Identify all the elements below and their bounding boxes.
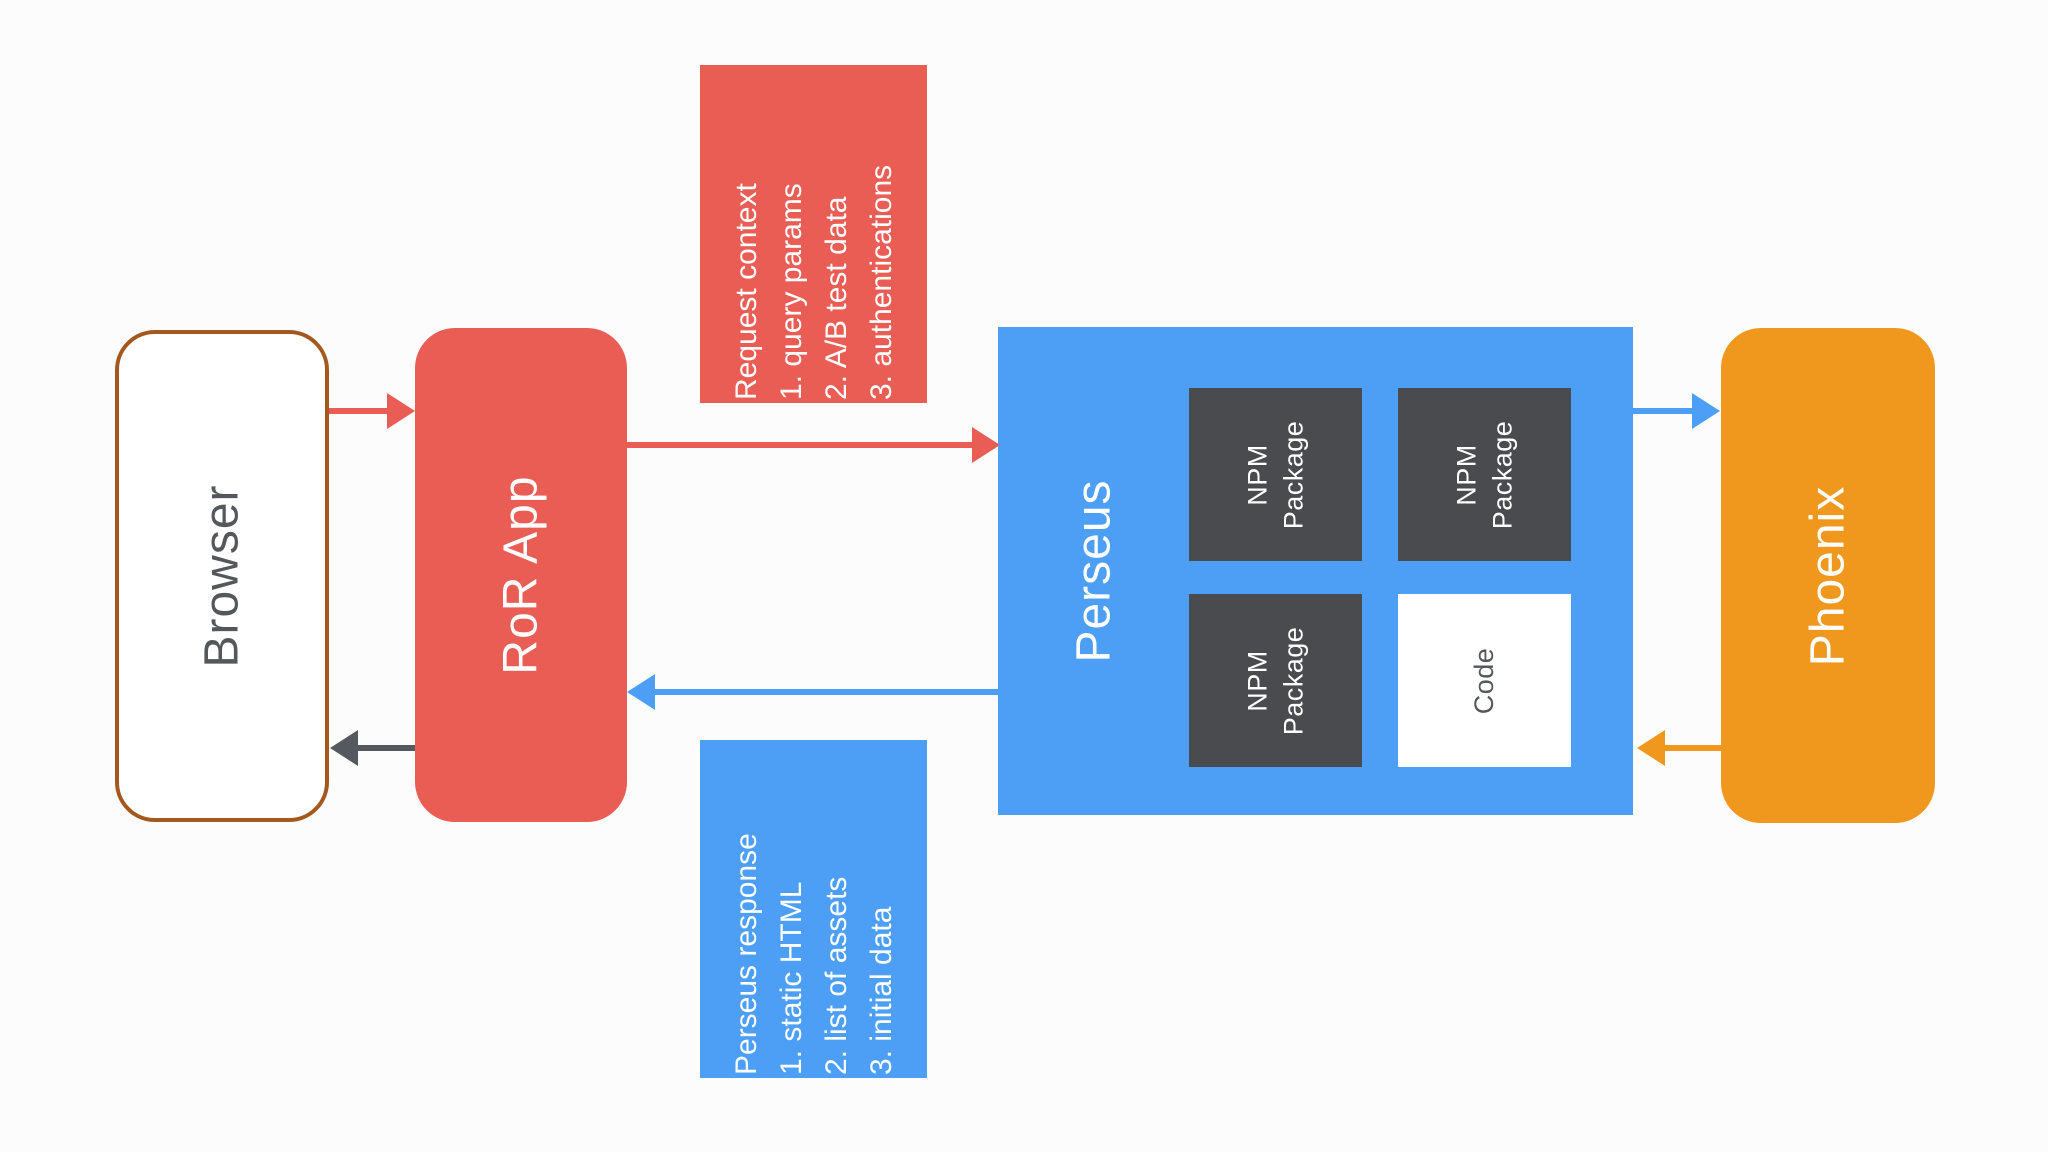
node-perseus-label: Perseus <box>1067 479 1120 663</box>
node-ror-app: RoR App <box>415 328 627 822</box>
arrow-head-icon <box>627 674 655 710</box>
annotation-request-context-text: Request context 1. query params 2. A/B t… <box>724 68 904 400</box>
arrow-phoenix-to-perseus <box>1637 730 1722 766</box>
arrow-shaft <box>1633 408 1694 414</box>
arrow-head-icon <box>330 730 358 766</box>
annotation-line: Perseus response <box>729 833 763 1075</box>
node-browser-label: Browser <box>195 484 249 668</box>
node-phoenix-label: Phoenix <box>1801 485 1855 666</box>
annotation-line: Request context <box>729 183 763 400</box>
arrow-shaft <box>356 745 415 751</box>
arrow-head-icon <box>972 427 1000 463</box>
arrow-head-icon <box>1692 393 1720 429</box>
node-perseus-label-band: Perseus <box>998 327 1189 815</box>
annotation-line: 3. initial data <box>864 906 898 1075</box>
annotation-request-context: Request context 1. query params 2. A/B t… <box>700 65 927 403</box>
annotation-line: 2. A/B test data <box>819 196 853 400</box>
node-npm-package-3-label: NPM Package <box>1241 626 1308 735</box>
node-npm-package-2: NPM Package <box>1398 388 1571 561</box>
annotation-perseus-response: Perseus response 1. static HTML 2. list … <box>700 740 927 1078</box>
arrow-ror-to-browser <box>330 730 415 766</box>
annotation-line: 2. list of assets <box>819 876 853 1075</box>
node-code-label: Code <box>1468 647 1499 714</box>
node-npm-package-1: NPM Package <box>1189 388 1362 561</box>
arrow-shaft <box>1663 745 1722 751</box>
node-ror-app-label: RoR App <box>494 475 548 675</box>
node-npm-package-1-label: NPM Package <box>1241 420 1308 529</box>
node-browser: Browser <box>115 330 329 822</box>
node-npm-package-2-label: NPM Package <box>1450 420 1517 529</box>
annotation-line: 1. query params <box>774 183 808 400</box>
arrow-perseus-to-ror <box>627 674 998 710</box>
annotation-line: 3. authentications <box>864 164 898 400</box>
arrow-shaft <box>653 689 998 695</box>
arrow-head-icon <box>387 393 415 429</box>
arrow-browser-to-ror <box>329 393 415 429</box>
arrow-head-icon <box>1637 730 1665 766</box>
arrow-perseus-to-phoenix <box>1633 393 1720 429</box>
arrow-ror-to-perseus <box>627 427 1000 463</box>
arrow-shaft <box>329 408 389 414</box>
arrow-shaft <box>627 442 974 448</box>
node-code: Code <box>1398 594 1571 767</box>
node-perseus: Perseus NPM Package NPM Package NPM Pack… <box>998 327 1633 815</box>
annotation-line: 1. static HTML <box>774 881 808 1075</box>
annotation-perseus-response-text: Perseus response 1. static HTML 2. list … <box>724 743 904 1075</box>
node-npm-package-3: NPM Package <box>1189 594 1362 767</box>
node-phoenix: Phoenix <box>1721 328 1935 823</box>
